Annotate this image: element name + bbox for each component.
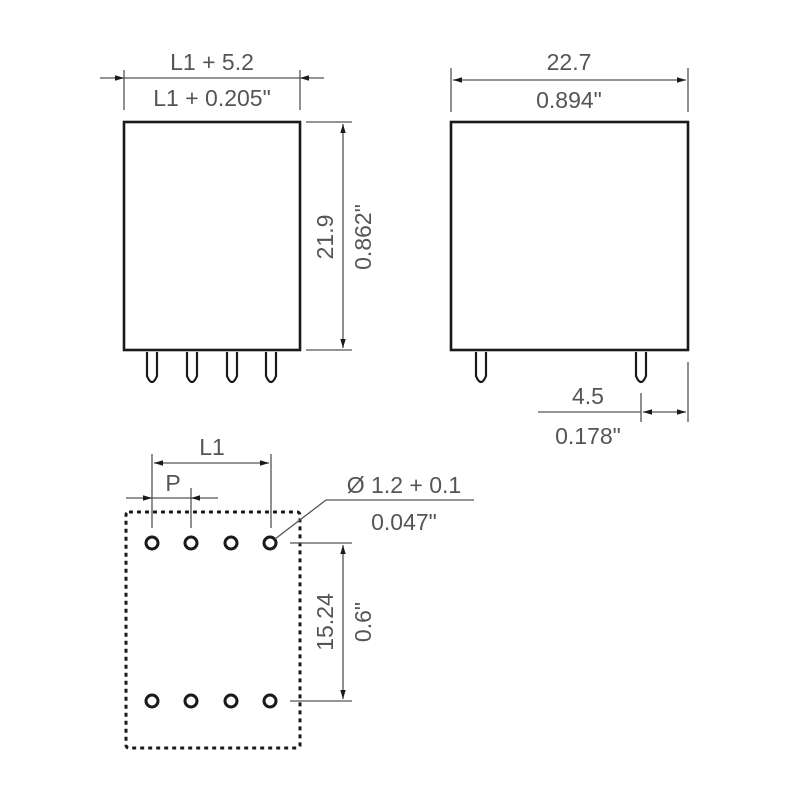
relay-body-side xyxy=(449,120,690,352)
hole xyxy=(183,535,199,551)
side-view: 22.7 0.894" 4.5 0.178" xyxy=(449,49,690,449)
pin xyxy=(634,352,648,384)
row-spacing-imperial: 0.6" xyxy=(350,602,376,642)
footprint-outline xyxy=(124,510,302,750)
front-width-imperial: L1 + 0.205" xyxy=(153,85,271,111)
pin-span-label: L1 xyxy=(199,434,225,460)
hole xyxy=(223,535,239,551)
pin xyxy=(145,352,159,384)
pin xyxy=(185,352,199,384)
pin xyxy=(264,352,278,384)
footprint-view: L1 P Ø 1.2 + 0.1 0.047" 15.2 xyxy=(124,434,474,750)
hole-diameter-metric: Ø 1.2 + 0.1 xyxy=(347,472,461,498)
side-width-metric: 22.7 xyxy=(547,49,592,75)
front-view: L1 + 5.2 L1 + 0.205" 21.9 0.862" xyxy=(100,49,376,384)
pin-offset-metric: 4.5 xyxy=(572,383,604,409)
hole xyxy=(183,693,199,709)
hole xyxy=(223,693,239,709)
relay-body-front xyxy=(122,120,302,352)
hole xyxy=(262,535,278,551)
front-height-metric: 21.9 xyxy=(312,215,338,260)
hole xyxy=(262,693,278,709)
pin xyxy=(474,352,488,384)
side-pins xyxy=(474,352,648,384)
hole-diameter-imperial: 0.047" xyxy=(371,509,437,535)
pin-offset-imperial: 0.178" xyxy=(555,423,621,449)
row-spacing-metric: 15.24 xyxy=(312,593,338,651)
leader-line xyxy=(274,499,327,540)
front-pins xyxy=(145,352,278,384)
pitch-label: P xyxy=(165,470,180,496)
hole xyxy=(144,693,160,709)
hole xyxy=(144,535,160,551)
side-width-imperial: 0.894" xyxy=(536,87,602,113)
front-height-imperial: 0.862" xyxy=(350,204,376,270)
front-width-metric: L1 + 5.2 xyxy=(170,49,254,75)
pin xyxy=(225,352,239,384)
holes-top-row xyxy=(144,535,278,551)
holes-bottom-row xyxy=(144,693,278,709)
